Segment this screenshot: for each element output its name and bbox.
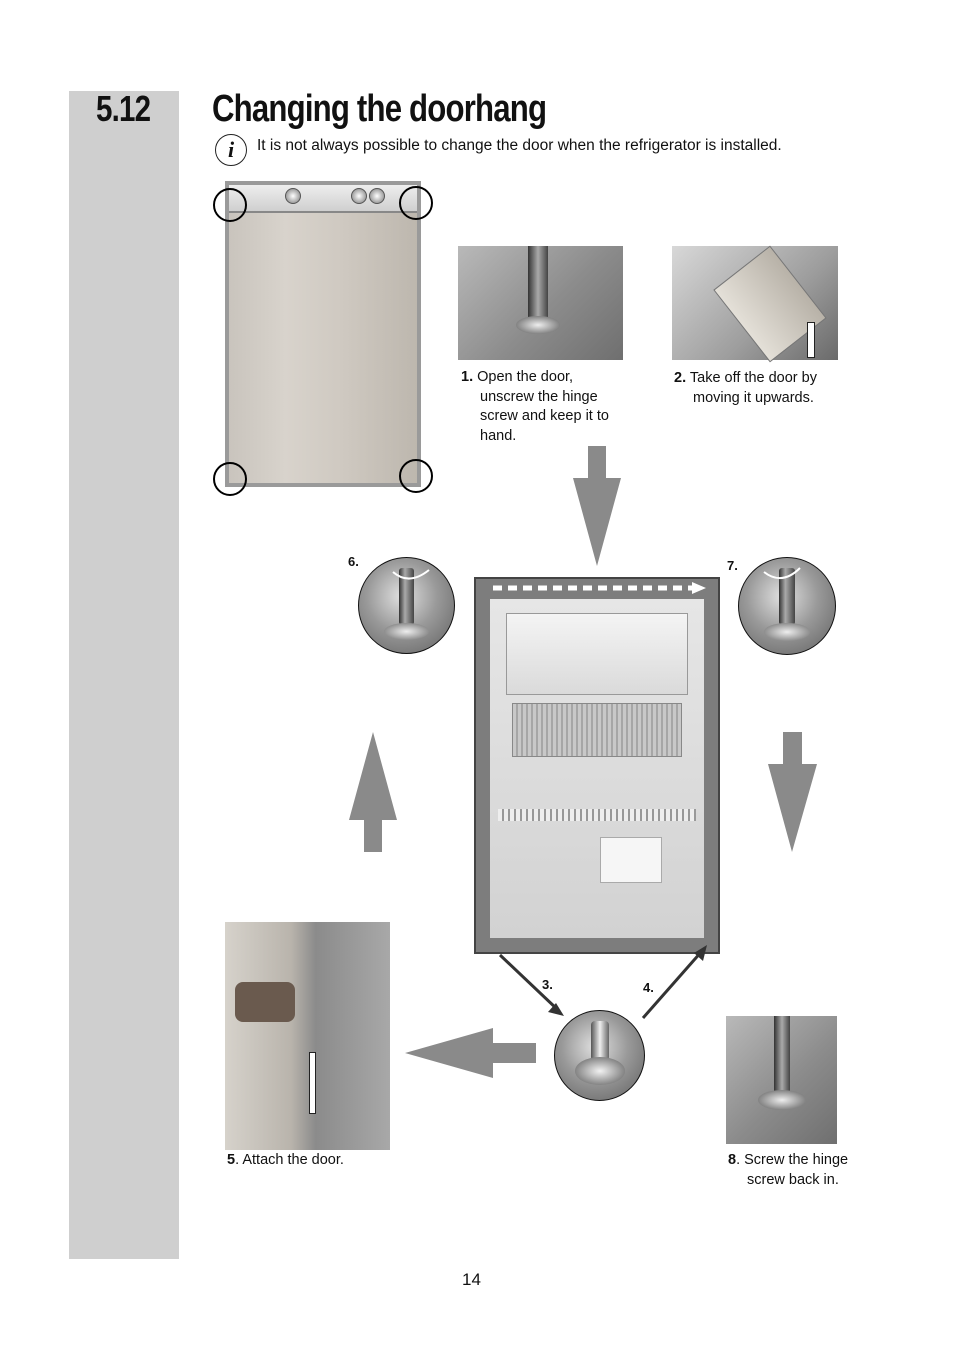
info-icon: i bbox=[215, 134, 247, 166]
arrow-down-to-step8 bbox=[768, 732, 817, 852]
section-number: 5.12 bbox=[96, 88, 151, 129]
step1-line3: screw and keep it to bbox=[480, 408, 609, 424]
step8-number: 8 bbox=[728, 1152, 737, 1168]
step7-number: 7. bbox=[727, 558, 738, 573]
info-note: It is not always possible to change the … bbox=[257, 137, 782, 154]
hinge-marker-top-right bbox=[399, 186, 433, 220]
step1-number: 1. bbox=[461, 369, 474, 385]
step5-text: . Attach the door. bbox=[235, 1152, 344, 1168]
step2-photo bbox=[672, 245, 838, 363]
wire-shelf bbox=[498, 809, 696, 821]
page-title: Changing the doorhang bbox=[212, 88, 547, 130]
info-sticker bbox=[600, 837, 662, 883]
arrow-step3-line bbox=[498, 953, 560, 1012]
ice-tray bbox=[512, 703, 682, 757]
step8-caption: 8. Screw the hinge screw back in. bbox=[728, 1151, 848, 1190]
step8-line2: screw back in. bbox=[747, 1171, 839, 1188]
arrow-step3-head bbox=[548, 1003, 564, 1016]
step3-number: 3. bbox=[542, 977, 553, 992]
fridge-interior bbox=[490, 599, 704, 938]
rotate-arrow-icon-step6 bbox=[392, 569, 430, 580]
step7-detail-photo bbox=[738, 557, 836, 655]
hinge-marker-bottom-left bbox=[213, 462, 247, 496]
step1-caption: 1. Open the door, unscrew the hinge scre… bbox=[461, 368, 609, 446]
step8-photo bbox=[726, 1016, 837, 1144]
step5-caption: 5. Attach the door. bbox=[227, 1151, 344, 1171]
hinge-screw-icon bbox=[779, 567, 795, 626]
open-fridge-photo bbox=[474, 577, 720, 954]
freezer-compartment bbox=[506, 613, 688, 695]
hinge-nut bbox=[383, 622, 430, 640]
hinge-marker-top-left bbox=[213, 188, 247, 222]
step2-caption: 2. Take off the door by moving it upward… bbox=[674, 369, 817, 408]
step1-line2: unscrew the hinge bbox=[480, 388, 598, 405]
arrow-step4-head bbox=[694, 945, 707, 961]
control-panel bbox=[229, 185, 417, 213]
dashed-arrow-head bbox=[692, 582, 706, 594]
sidebar-band bbox=[69, 91, 179, 1259]
step4-number: 4. bbox=[643, 980, 654, 995]
step5-photo bbox=[225, 922, 390, 1150]
page-number: 14 bbox=[462, 1270, 481, 1289]
step1-line4: hand. bbox=[480, 427, 517, 444]
step6-detail-photo bbox=[358, 557, 455, 654]
knob-icon bbox=[351, 188, 367, 204]
arrow-left-to-step5 bbox=[405, 1028, 536, 1078]
step1-photo bbox=[458, 246, 623, 360]
arrow-up-to-step6 bbox=[349, 732, 397, 852]
step6-number: 6. bbox=[348, 554, 359, 569]
knob-icon bbox=[369, 188, 385, 204]
step5-number: 5 bbox=[227, 1152, 236, 1168]
step2-line2: moving it upwards. bbox=[693, 389, 814, 406]
arrow-down-to-fridge bbox=[573, 446, 621, 566]
hinge-marker-bottom-right bbox=[399, 459, 433, 493]
step2-line1: Take off the door by bbox=[689, 370, 817, 386]
arrow-step4-line bbox=[641, 950, 704, 1019]
step1-line1: Open the door, bbox=[477, 369, 574, 385]
step2-number: 2. bbox=[674, 370, 687, 386]
hinge-pin-detail-photo bbox=[554, 1010, 645, 1101]
rotate-arrow-icon-step7 bbox=[763, 567, 801, 579]
hinge-screw-icon bbox=[398, 567, 415, 625]
step8-line1: . Screw the hinge bbox=[736, 1152, 849, 1168]
fridge-door-photo bbox=[225, 181, 421, 487]
hinge-nut bbox=[763, 623, 811, 641]
knob-icon bbox=[285, 188, 301, 204]
